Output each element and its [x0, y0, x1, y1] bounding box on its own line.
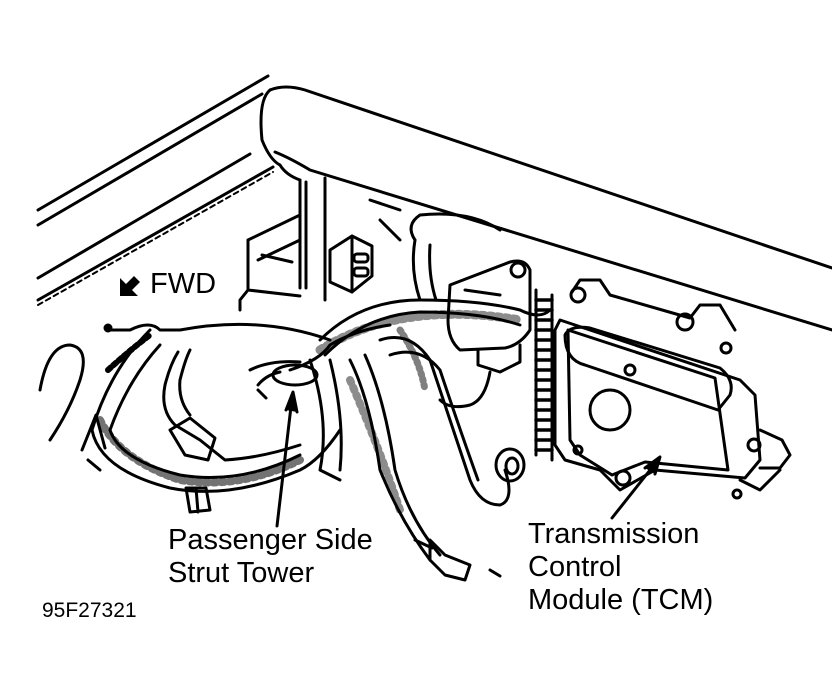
leader-lines: [275, 390, 662, 528]
fender-rails: [36, 74, 275, 306]
strut-tower: [248, 323, 392, 400]
cowl-panel: [238, 85, 832, 332]
relay-block: [328, 234, 374, 294]
figure-id: 95F27321: [42, 599, 137, 622]
strut-tower-label-line2: Strut Tower: [168, 557, 315, 589]
wiring-harness-center: [308, 212, 552, 582]
tcm-connector: [438, 259, 532, 409]
fwd-direction-label: FWD: [150, 268, 217, 300]
tcm-label-line3: Module (TCM): [528, 584, 714, 616]
tcm-label: Transmission Control Module (TCM): [528, 518, 713, 617]
tcm-housing: [553, 278, 792, 500]
wiring-harness-left: [80, 322, 342, 514]
tcm-label-line1: Transmission: [528, 518, 700, 550]
strut-tower-label-line1: Passenger Side: [168, 524, 373, 556]
tcm-pins: [534, 288, 554, 462]
tcm-label-line2: Control: [528, 551, 622, 583]
strut-tower-label: Passenger Side Strut Tower: [168, 524, 373, 590]
arrow-down-left-icon: [120, 276, 140, 296]
wheelhouse-arc: [38, 343, 85, 442]
